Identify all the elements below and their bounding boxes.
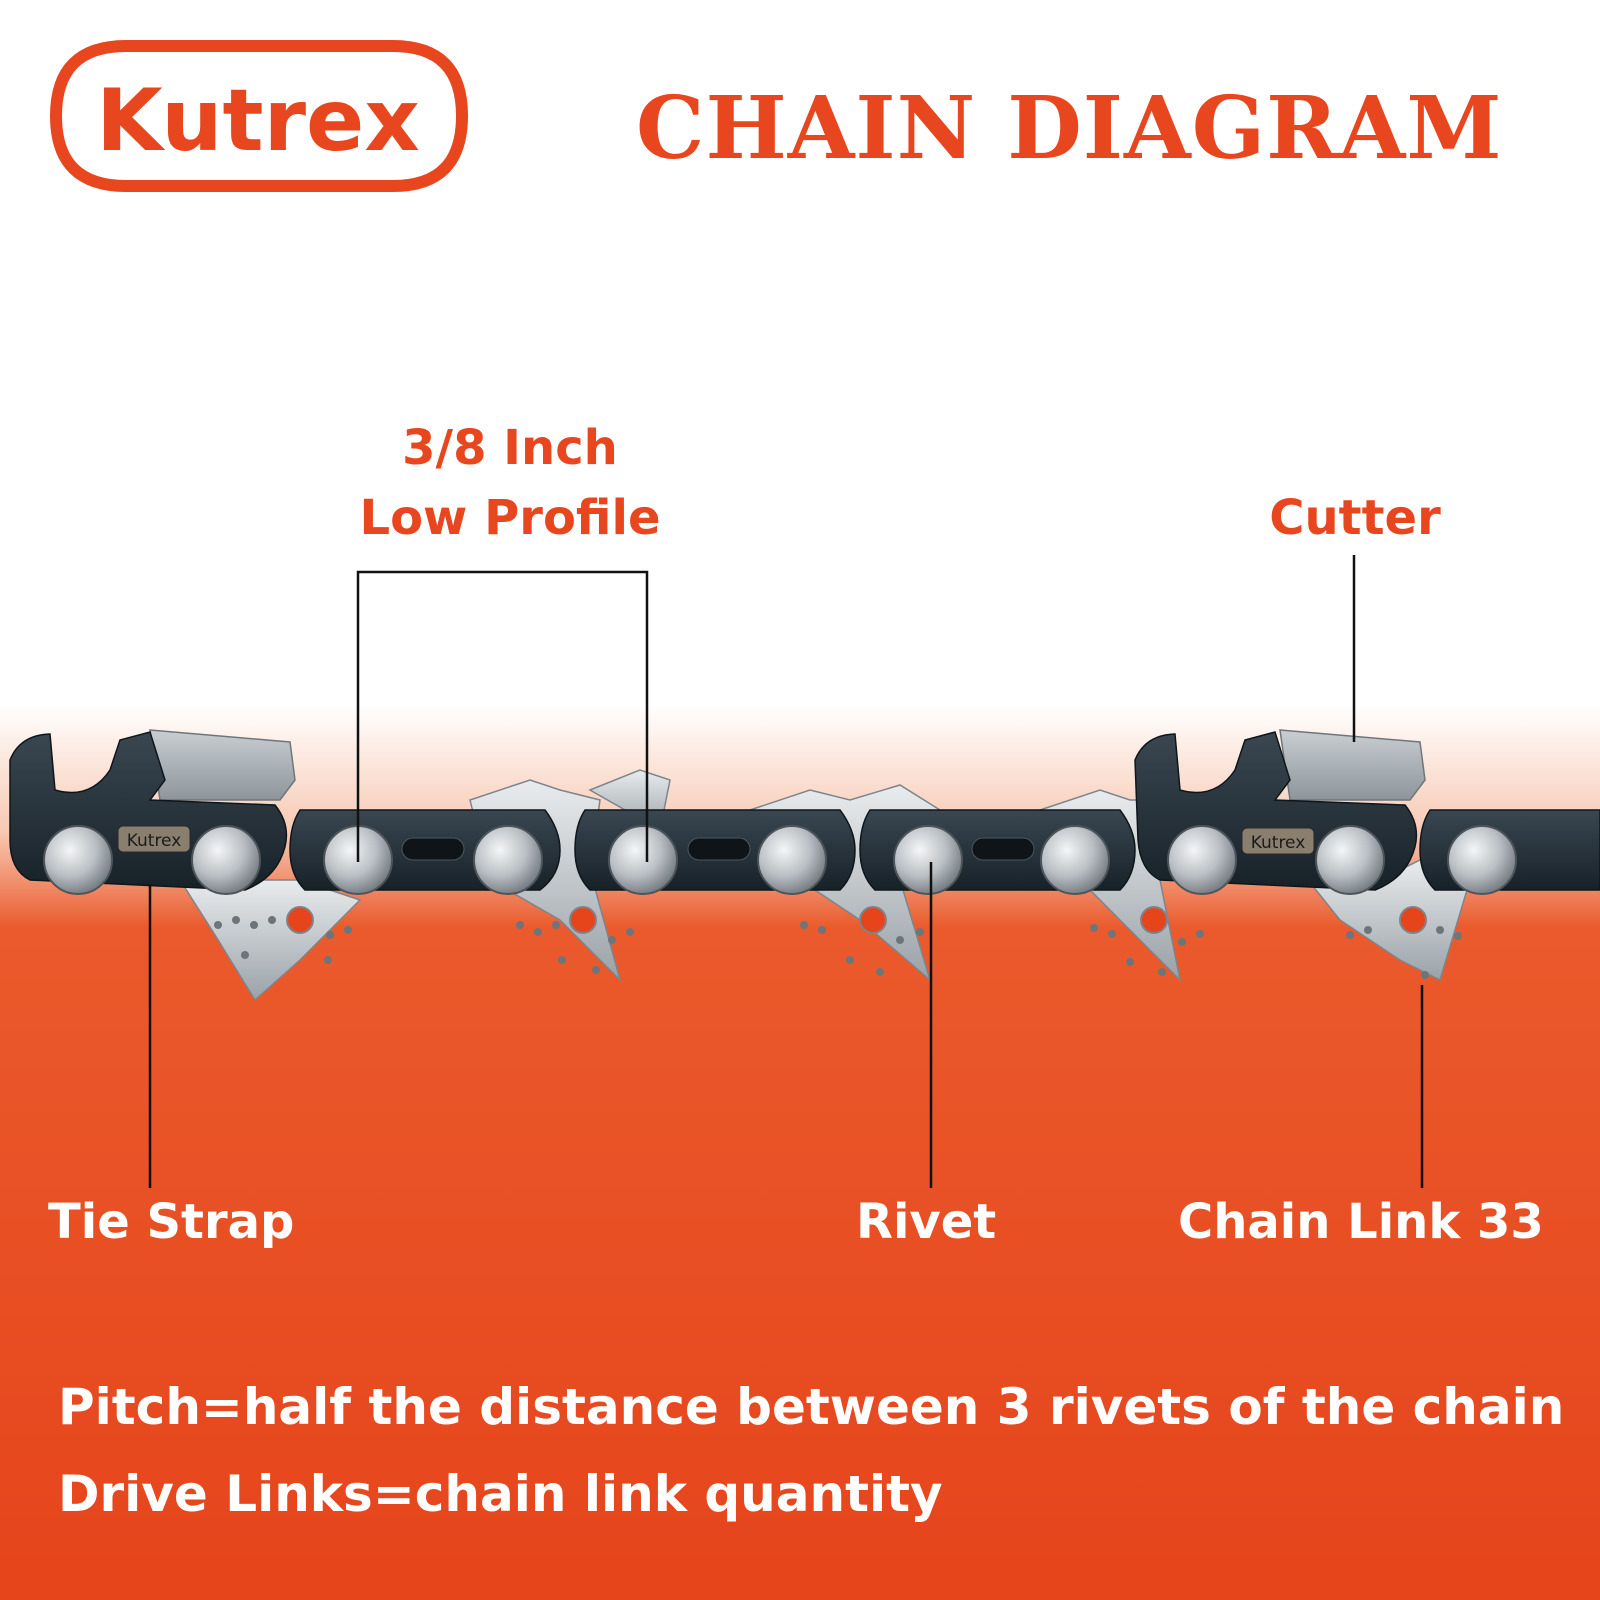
rivets <box>43 825 1517 895</box>
drive-link-holes <box>286 906 1427 934</box>
rivet <box>1040 825 1110 895</box>
strap-slots <box>401 837 1035 861</box>
pitch-note: Pitch=half the distance between 3 rivets… <box>58 1378 1565 1436</box>
chain-stamp-left: Kutrex <box>127 831 182 851</box>
tie-strap-label: Tie Strap <box>48 1194 295 1250</box>
rivet <box>893 825 963 895</box>
drive-links-note: Drive Links=chain link quantity <box>58 1465 943 1523</box>
rivet <box>608 825 678 895</box>
cutter-plate <box>1279 729 1426 801</box>
chain-stamp-right: Kutrex <box>1251 833 1306 853</box>
chain-link-label: Chain Link 33 <box>1178 1194 1544 1250</box>
cutter-label: Cutter <box>1269 490 1441 546</box>
pitch-label-line1: 3/8 Inch <box>402 420 618 476</box>
drive-link-dots <box>214 916 1462 979</box>
pitch-label-line2: Low Profile <box>359 490 661 546</box>
pitch-bracket-line <box>356 570 649 862</box>
cutter-plate <box>149 729 296 801</box>
page-title: CHAIN DIAGRAM <box>636 78 1503 179</box>
rivet <box>1167 825 1237 895</box>
rivet <box>191 825 261 895</box>
rivet-label: Rivet <box>856 1194 997 1250</box>
leader-lines <box>148 555 1424 1188</box>
rivet <box>43 825 113 895</box>
brand-logo: Kutrex <box>49 40 468 192</box>
rivet <box>1447 825 1517 895</box>
rivet <box>1315 825 1385 895</box>
rivet <box>757 825 827 895</box>
rivet <box>473 825 543 895</box>
logo-text: Kutrex <box>96 71 420 171</box>
chain-stamps: Kutrex Kutrex <box>117 825 1315 855</box>
